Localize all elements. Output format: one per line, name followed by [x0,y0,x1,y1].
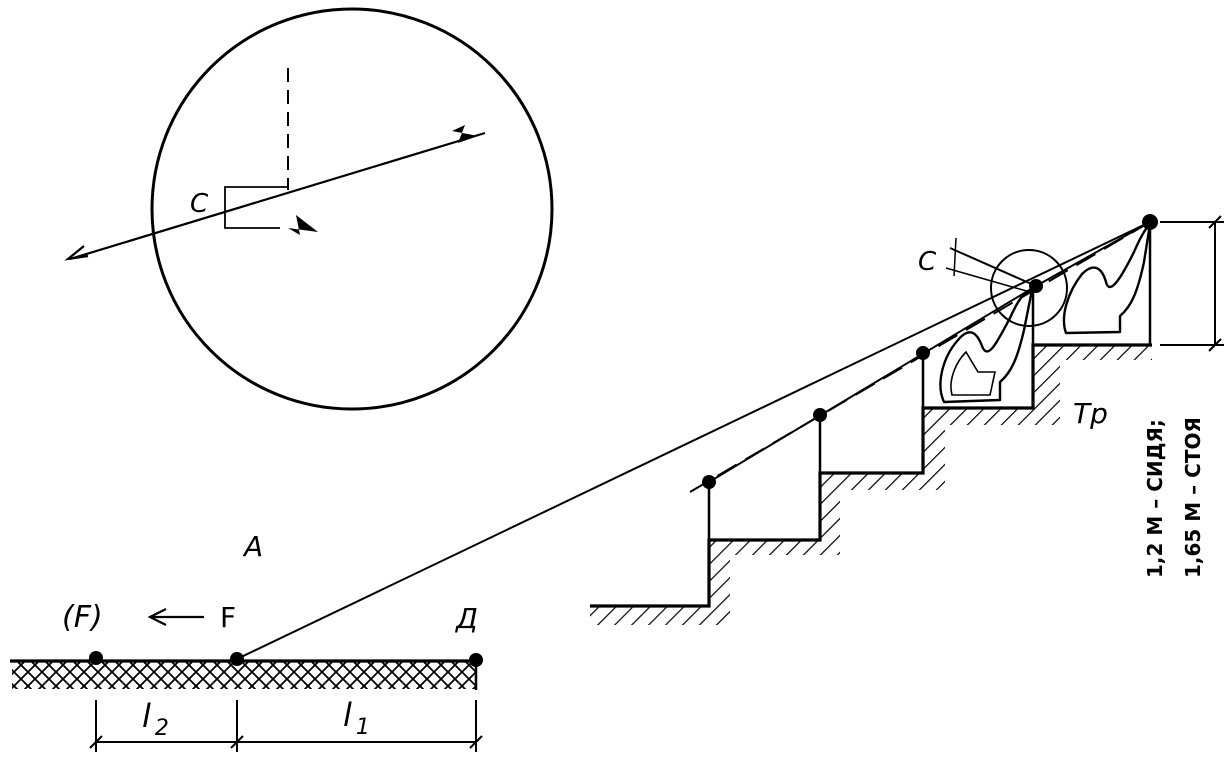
height-standing-label: 1,65 М – СТОЯ [1181,417,1205,578]
eye-c-marker [945,237,1037,293]
eye-dot-3 [916,346,930,360]
detail-ray-arrowhead [64,245,89,261]
eye-dot-4 [1029,279,1043,293]
tr-label: Tр [1073,397,1108,430]
dimension-lines [89,700,483,752]
detail-c-label: C [190,189,209,219]
height-sitting-label: 1,2 М – СИДЯ; [1143,419,1167,578]
height-dimension [1160,215,1224,352]
eye-ray-upper [1035,221,1151,287]
point-d-dot [469,653,483,667]
point-f-label: F [220,601,236,634]
eye-dot-2 [813,408,827,422]
spectator-front [939,288,1034,404]
detail-c-bracket [224,186,288,229]
eye-c-label: C [918,247,937,277]
eye-circle [990,249,1068,327]
spectator-rear [1062,222,1152,335]
eye-dot-1 [702,475,716,489]
direction-arrow [147,608,204,626]
playing-field [10,659,478,690]
sightline-solid [236,221,1151,660]
field-crosshatch [12,662,476,689]
stand-hatch [590,345,1152,625]
stepped-stand [590,224,1152,625]
point-f-bracket-dot [89,651,103,665]
detail-eye-mark-lower [288,215,318,235]
detail-eye-mark-upper [452,125,478,143]
eye-dot-5 [1142,214,1158,230]
point-d-label: Д [454,602,478,635]
detail-view: C [64,7,554,411]
detail-sight-ray [69,131,486,261]
detail-circle [150,7,554,411]
point-f-bracket-label: (F) [62,600,103,635]
point-a-label: A [242,530,263,563]
